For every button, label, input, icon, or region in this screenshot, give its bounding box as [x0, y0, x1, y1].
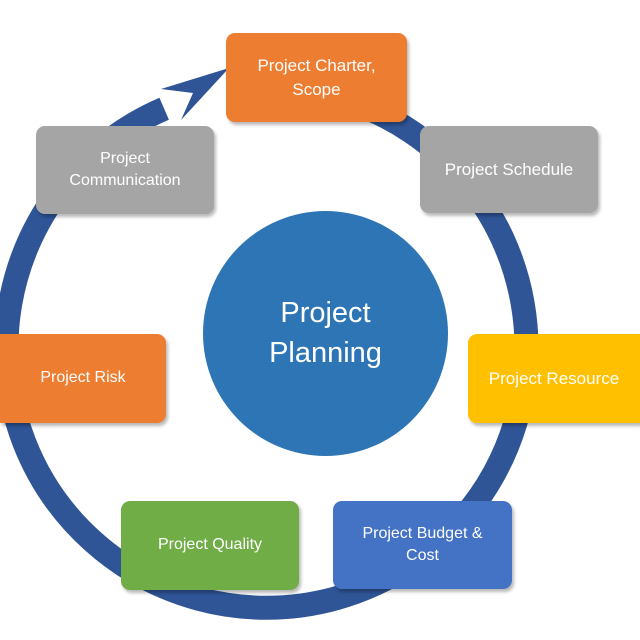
step-project-risk: Project Risk: [0, 334, 166, 423]
step-label-line: Project Resource: [488, 368, 620, 388]
step-label-line: Scope: [292, 79, 341, 99]
center-title-line-1: Project: [280, 297, 371, 330]
step-label-line: Project Charter,: [257, 56, 376, 76]
step-label-line: Project Budget &: [362, 524, 483, 542]
step-label-line: Project Risk: [40, 369, 126, 387]
center-title-line-2: Planning: [269, 336, 382, 369]
step-label-line: Project: [100, 149, 150, 167]
step-project-resource: Project Resource: [468, 334, 640, 423]
cycle-arrowhead-icon: [161, 68, 229, 120]
step-label-line: Cost: [406, 547, 439, 564]
step-label-line: Project Quality: [157, 536, 263, 554]
step-project-communication: Project Communication: [36, 126, 214, 214]
step-project-charter-scope: Project Charter, Scope: [226, 33, 407, 122]
step-project-quality: Project Quality: [121, 501, 299, 590]
step-label-line: Communication: [69, 172, 181, 189]
step-label-line: Project Schedule: [444, 159, 574, 179]
center-project-planning: Project Planning: [203, 211, 448, 456]
step-project-schedule: Project Schedule: [420, 126, 598, 213]
step-project-budget-cost: Project Budget & Cost: [333, 501, 512, 589]
